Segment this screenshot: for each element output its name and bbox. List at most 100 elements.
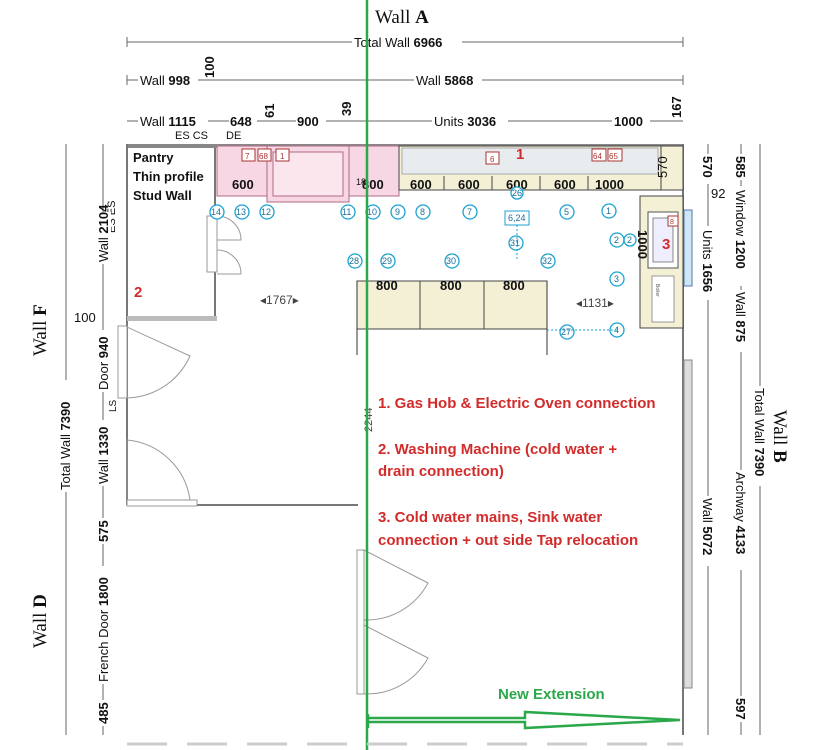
svg-text:597: 597	[733, 698, 748, 720]
svg-text:61: 61	[262, 104, 277, 118]
wall-f-label: Wall F	[30, 304, 51, 356]
svg-text:8: 8	[670, 219, 674, 226]
svg-text:600: 600	[232, 177, 254, 192]
appliance-tag	[485, 151, 500, 165]
svg-text:31: 31	[510, 238, 520, 248]
svg-text:6,24: 6,24	[508, 213, 526, 223]
svg-text:connection + out side Tap relo: connection + out side Tap relocation	[378, 532, 638, 549]
svg-text:570: 570	[700, 156, 715, 178]
svg-text:570: 570	[655, 156, 670, 178]
svg-text:2: 2	[614, 235, 619, 245]
svg-text:Pantry: Pantry	[133, 150, 174, 165]
wall-split-dimension: Wall 998 100 Wall 5868	[126, 56, 684, 88]
svg-text:1000: 1000	[635, 230, 650, 259]
svg-text:Archway 4133: Archway 4133	[733, 472, 748, 554]
svg-text:600: 600	[458, 177, 480, 192]
svg-text:800: 800	[503, 278, 525, 293]
svg-text:◂1767▸: ◂1767▸	[260, 293, 299, 307]
svg-text:14: 14	[211, 207, 221, 217]
area-number-3: 3	[662, 236, 670, 253]
svg-text:Wall 998: Wall 998	[140, 73, 190, 88]
svg-text:800: 800	[362, 177, 384, 192]
svg-text:6: 6	[490, 155, 495, 164]
svg-text:8: 8	[420, 207, 425, 217]
svg-text:65: 65	[609, 152, 618, 161]
svg-text:167: 167	[669, 96, 684, 118]
area-number-1: 1	[516, 146, 524, 163]
area-number-2: 2	[134, 284, 142, 301]
svg-text:1000: 1000	[595, 177, 624, 192]
rear-door	[126, 439, 198, 507]
svg-text:29: 29	[382, 256, 392, 266]
svg-text:2: 2	[627, 235, 632, 245]
svg-text:9: 9	[395, 207, 400, 217]
svg-text:1: 1	[280, 152, 285, 161]
svg-text:12: 12	[261, 207, 271, 217]
svg-text:68: 68	[259, 152, 268, 161]
svg-text:900: 900	[297, 114, 319, 129]
svg-text:28: 28	[349, 256, 359, 266]
svg-text:600: 600	[410, 177, 432, 192]
svg-text:Wall 1330: Wall 1330	[96, 427, 111, 484]
svg-text:100: 100	[74, 310, 96, 325]
svg-text:26: 26	[512, 188, 522, 198]
appliance-tag	[591, 148, 607, 162]
svg-text:2244: 2244	[363, 408, 375, 432]
top-units-run: 7 68 1 6 64 65 600 18 800 600 600 600 60…	[216, 145, 684, 203]
svg-text:485: 485	[96, 702, 111, 724]
svg-text:3: 3	[614, 274, 619, 284]
appliance-tag	[275, 148, 290, 162]
svg-text:Units 1656: Units 1656	[700, 230, 715, 292]
svg-text:Wall 1115: Wall 1115	[140, 114, 196, 129]
svg-text:New Extension: New Extension	[498, 686, 605, 703]
svg-text:Total Wall 7390: Total Wall 7390	[752, 388, 767, 476]
svg-text:Units 3036: Units 3036	[434, 114, 496, 129]
svg-text:10: 10	[367, 207, 377, 217]
appliance-tag	[241, 148, 256, 162]
svg-text:1: 1	[606, 206, 611, 216]
svg-text:800: 800	[440, 278, 462, 293]
appliance-tag	[607, 148, 623, 162]
svg-text:◂1131▸: ◂1131▸	[576, 296, 614, 310]
svg-text:600: 600	[506, 177, 528, 192]
svg-text:18: 18	[356, 177, 366, 187]
wall-d-label: Wall D	[30, 594, 51, 648]
svg-text:Wall 875: Wall 875	[733, 292, 748, 342]
pantry-label: Pantry Thin profile Stud Wall	[133, 150, 204, 203]
service-markers: 14 13 12 11 10 9 8 7 26 5 1 2 2 3 4 28 2…	[209, 186, 637, 340]
svg-text:Total Wall 6966: Total Wall 6966	[354, 35, 442, 50]
island-units: 800 800 800 ◂1131▸ ◂1767▸ 2244	[260, 278, 614, 432]
wall-a-label: Wall A	[375, 7, 429, 28]
svg-text:648: 648	[230, 114, 252, 129]
french-door	[356, 549, 429, 695]
svg-text:30: 30	[446, 256, 456, 266]
svg-text:Wall 5868: Wall 5868	[416, 73, 473, 88]
svg-text:92: 92	[711, 186, 725, 201]
right-units-run: 8 1000 Boiler	[635, 195, 684, 329]
units-dimension-row: Wall 1115 648 61 900 39 Units 3036 1000 …	[127, 96, 684, 142]
svg-text:11: 11	[342, 207, 351, 217]
svg-text:Wall 2104: Wall 2104	[96, 204, 111, 262]
right-dimensions: 570 92 Units 1656 585 Window 1200 Wall 8…	[700, 144, 790, 735]
svg-text:800: 800	[376, 278, 398, 293]
svg-text:7: 7	[245, 152, 250, 161]
svg-text:585: 585	[733, 156, 748, 178]
side-door	[117, 325, 191, 399]
svg-text:Window 1200: Window 1200	[733, 190, 748, 269]
left-dimensions: Wall 2104 100 Door 940 LS Wall 1330 575 …	[30, 144, 119, 735]
svg-text:64: 64	[593, 152, 602, 161]
svg-text:13: 13	[236, 207, 246, 217]
svg-text:600: 600	[554, 177, 576, 192]
appliance-tag	[257, 148, 272, 162]
svg-text:Total Wall 7390: Total Wall 7390	[58, 402, 73, 490]
svg-text:Door 940: Door 940	[96, 337, 111, 391]
svg-text:Thin profile: Thin profile	[133, 169, 204, 184]
svg-text:DE: DE	[226, 130, 241, 142]
svg-text:1. Gas Hob & Electric Oven con: 1. Gas Hob & Electric Oven connection	[378, 395, 656, 412]
svg-text:ES CS: ES CS	[175, 130, 208, 142]
svg-text:2. Washing Machine (cold water: 2. Washing Machine (cold water +	[378, 441, 617, 458]
total-wall-dimension: Total Wall 6966	[126, 35, 684, 50]
svg-text:French Door 1800: French Door 1800	[96, 577, 111, 682]
svg-text:Stud Wall: Stud Wall	[133, 188, 192, 203]
